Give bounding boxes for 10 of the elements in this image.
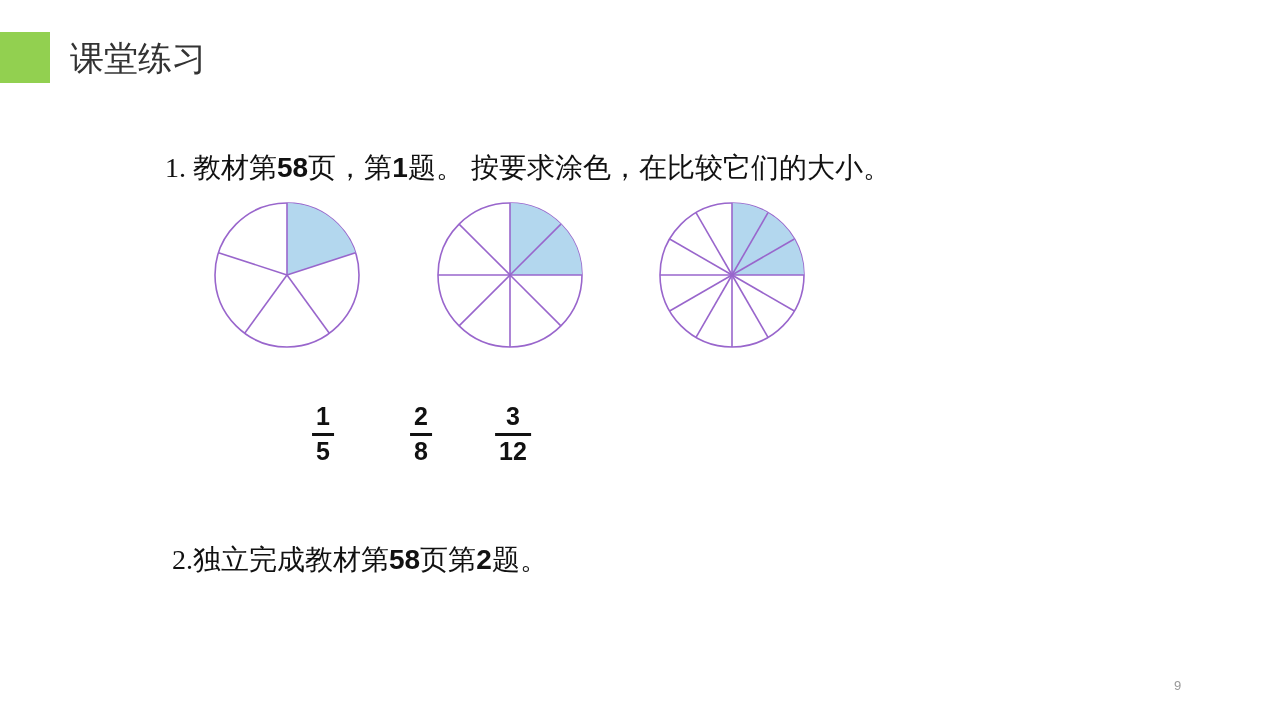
page-number: 9 (1174, 678, 1182, 694)
fraction-denominator: 5 (315, 438, 331, 465)
question-text: 1. 教材第58页，第1题。 按要求涂色，在比较它们的大小。 (165, 151, 891, 185)
heading: 课堂练习 (70, 37, 206, 80)
fraction-numerator: 2 (413, 403, 429, 430)
fraction-numerator: 1 (315, 403, 331, 430)
fraction-numerator: 3 (505, 403, 521, 430)
question-text: 2.独立完成教材第58页第2题。 (172, 543, 548, 577)
fraction-denominator: 12 (498, 438, 528, 465)
fraction-denominator: 8 (413, 438, 429, 465)
